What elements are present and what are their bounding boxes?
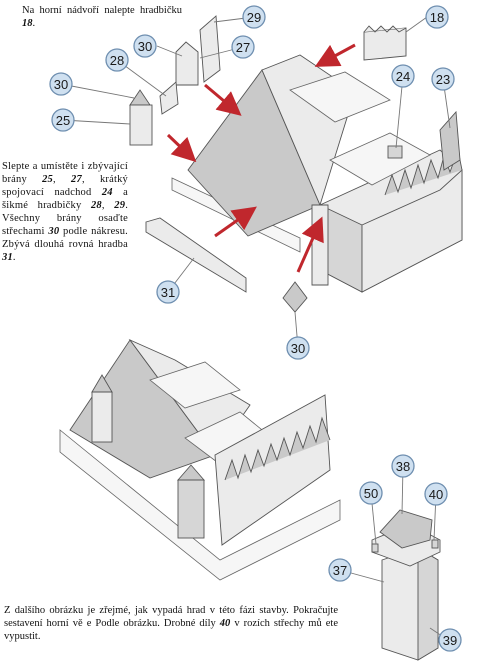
callout-23: 23 <box>431 67 455 91</box>
callout-label: 18 <box>430 10 444 25</box>
text-segment: podle nákresu. Zbývá dlouhá rovná hradba <box>2 226 128 250</box>
callout-label: 38 <box>396 459 410 474</box>
callout-30c: 30 <box>286 336 310 360</box>
callout-27: 27 <box>231 35 255 59</box>
callout-label: 31 <box>161 285 175 300</box>
instruction-top: Na horní nádvoří nalepte hradbičku 18. <box>22 4 182 30</box>
part-number: 27 <box>71 174 82 185</box>
text-segment: , <box>53 174 72 185</box>
upper-courtyard <box>289 71 391 123</box>
text-segment: v rozích střechy mů ete vypustit. <box>4 618 338 642</box>
callout-39: 39 <box>438 628 462 652</box>
callout-30a: 30 <box>133 34 157 58</box>
part-27 <box>175 41 199 86</box>
courtyard-floor <box>329 132 431 186</box>
east-wall <box>361 168 463 293</box>
part-25 <box>129 104 153 146</box>
callout-38: 38 <box>391 454 415 478</box>
text-segment: . Všechny brány osaďte střechami <box>2 200 129 237</box>
gate-tower <box>311 204 329 286</box>
callout-label: 24 <box>396 69 410 84</box>
callout-40: 40 <box>424 482 448 506</box>
part-number: 24 <box>101 187 113 198</box>
bridge-24 <box>387 145 403 159</box>
callout-label: 37 <box>333 563 347 578</box>
assembled-tower-left <box>91 391 113 443</box>
assembled-base <box>59 429 341 581</box>
callout-50: 50 <box>359 481 383 505</box>
text-segment: a šikmé hradbičky <box>2 187 128 211</box>
callout-24: 24 <box>391 64 415 88</box>
castle-top-assembly <box>129 15 463 313</box>
text-segment: , krátký spojovací nadchod <box>2 174 128 198</box>
tower-37-side <box>417 547 439 661</box>
part-40 <box>431 539 439 549</box>
part-number: 40 <box>219 618 231 629</box>
callout-25: 25 <box>51 108 75 132</box>
assembled-east-wall <box>214 394 331 546</box>
callout-30b: 30 <box>49 72 73 96</box>
tower-assembly <box>371 509 441 661</box>
assembled-crenellation <box>224 416 331 481</box>
callout-label: 27 <box>236 40 250 55</box>
roof-38 <box>379 509 433 549</box>
part-number: 28 <box>90 200 102 211</box>
part-number: 30 <box>48 226 60 237</box>
castle-assembled-view <box>59 338 341 581</box>
callout-label: 40 <box>429 487 443 502</box>
part-30-gate-roof <box>282 281 308 313</box>
callout-37: 37 <box>328 558 352 582</box>
part-28 <box>159 81 179 115</box>
text-segment: Na horní nádvoří nalepte hradbičku <box>22 5 182 16</box>
callout-label: 39 <box>443 633 457 648</box>
callout-29: 29 <box>242 5 266 29</box>
part-18 <box>363 27 407 61</box>
tower-23 <box>439 110 461 171</box>
assembled-tower-front <box>177 479 205 539</box>
part-50 <box>371 543 379 553</box>
instruction-middle: Slepte a umístěte i zbývající brány 25, … <box>2 160 128 264</box>
part-number: 29 <box>114 200 126 211</box>
text-segment: . <box>12 252 16 263</box>
part-number: 25 <box>42 174 54 185</box>
text-segment: Slepte a umístěte i zbývající brány <box>2 161 128 185</box>
callout-label: 28 <box>110 53 124 68</box>
part-29 <box>199 15 221 83</box>
text-segment: , <box>101 200 115 211</box>
callout-label: 30 <box>291 341 305 356</box>
callout-18: 18 <box>425 5 449 29</box>
text-segment: . <box>32 18 36 29</box>
assembled-courtyard <box>149 361 241 409</box>
callout-31: 31 <box>156 280 180 304</box>
part-31 <box>145 217 247 293</box>
callout-label: 29 <box>247 10 261 25</box>
part-number: 31 <box>2 252 13 263</box>
assembled-tower-roof <box>91 374 113 393</box>
instruction-bottom: Z dalšího obrázku je zřejmé, jak vypadá … <box>4 604 338 643</box>
assembled-tower-front-roof <box>177 464 205 481</box>
part-number: 18 <box>22 18 33 29</box>
callout-label: 23 <box>436 72 450 87</box>
callout-label: 30 <box>138 39 152 54</box>
callout-label: 30 <box>54 77 68 92</box>
callout-label: 25 <box>56 113 70 128</box>
text-segment: Z dalšího obrázku je zřejmé, jak vypadá … <box>4 605 338 629</box>
callout-label: 50 <box>364 486 378 501</box>
callout-28: 28 <box>105 48 129 72</box>
